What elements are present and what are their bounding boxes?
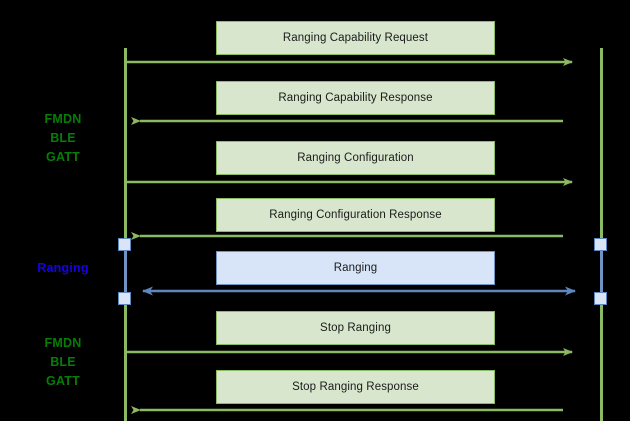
message-label: Ranging Capability Response	[278, 92, 433, 104]
right-lifeline-lower	[600, 296, 603, 421]
phase-label-line-3: GATT	[46, 150, 80, 164]
message-box-ranging-configuration[interactable]: Ranging Configuration	[216, 141, 495, 175]
message-label: Stop Ranging	[320, 322, 391, 334]
activation-marker-left-end	[118, 292, 131, 305]
activation-marker-left-start	[118, 238, 131, 251]
left-lifeline-upper	[124, 48, 127, 242]
message-box-ranging-capability-response[interactable]: Ranging Capability Response	[216, 81, 495, 115]
left-lifeline-lower	[124, 296, 127, 421]
message-box-ranging[interactable]: Ranging	[216, 251, 495, 285]
message-label: Ranging Configuration Response	[269, 209, 442, 221]
message-label: Ranging Configuration	[297, 152, 414, 164]
phase-label-line-1: FMDN	[44, 112, 82, 126]
phase-label-line-3: GATT	[46, 374, 80, 388]
phase-label-top-protocol: FMDN BLE GATT	[18, 110, 108, 167]
activation-marker-right-start	[594, 238, 607, 251]
message-box-ranging-configuration-response[interactable]: Ranging Configuration Response	[216, 198, 495, 232]
phase-label-line-2: BLE	[50, 131, 76, 145]
message-label: Ranging	[333, 262, 378, 274]
phase-label-line-1: FMDN	[44, 336, 82, 350]
phase-label-line-1: Ranging	[37, 261, 89, 275]
right-lifeline-upper	[600, 48, 603, 242]
phase-label-bottom-protocol: FMDN BLE GATT	[18, 334, 108, 391]
phase-label-line-2: BLE	[50, 355, 76, 369]
left-lifeline-ranging	[124, 242, 127, 298]
message-box-stop-ranging-response[interactable]: Stop Ranging Response	[216, 370, 495, 404]
message-label: Stop Ranging Response	[292, 381, 419, 393]
right-lifeline-ranging	[600, 242, 603, 298]
phase-label-ranging: Ranging	[18, 259, 108, 278]
message-box-stop-ranging[interactable]: Stop Ranging	[216, 311, 495, 345]
activation-marker-right-end	[594, 292, 607, 305]
message-label: Ranging Capability Request	[282, 32, 429, 44]
message-box-ranging-capability-request[interactable]: Ranging Capability Request	[216, 21, 495, 55]
